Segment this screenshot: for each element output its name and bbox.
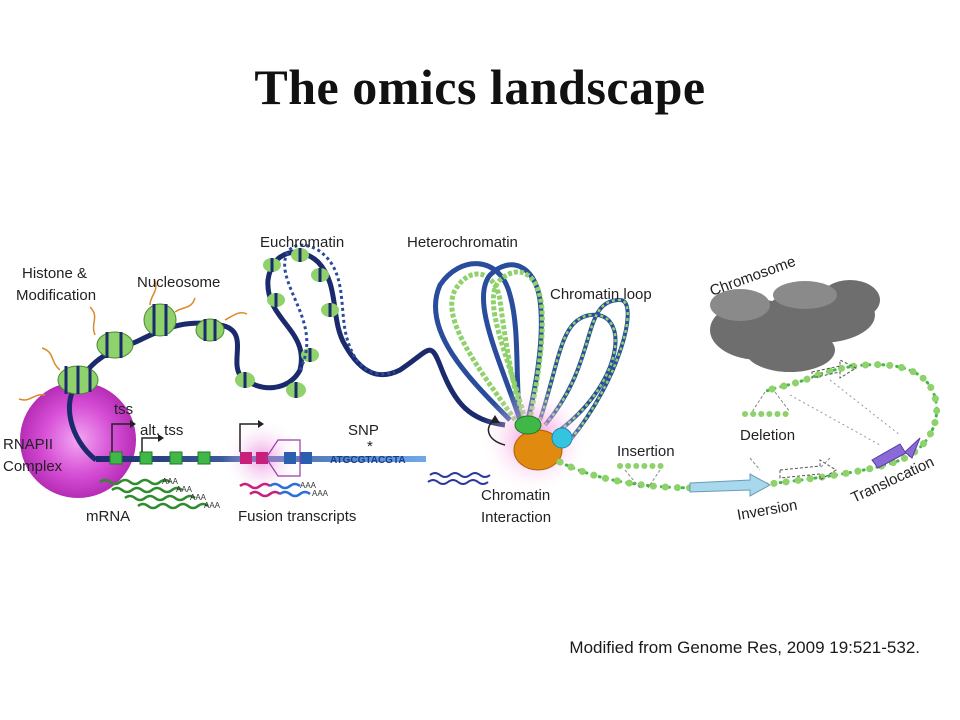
label-insertion: Insertion [617, 443, 675, 460]
inversion-dashes [749, 457, 831, 471]
translocation-dashes [789, 379, 901, 446]
label-modification: Modification [16, 287, 96, 304]
label-alt-tss: alt. tss [140, 422, 183, 439]
label-interaction: Interaction [481, 509, 551, 526]
tss-arrowhead [130, 420, 136, 428]
polya-5: AAA [300, 481, 317, 490]
polya-6: AAA [312, 489, 329, 498]
interaction-wave [429, 472, 491, 478]
inversion-outline-arrow [779, 459, 837, 481]
fusion-boxes [240, 452, 312, 464]
euchromatin-fiber [283, 243, 396, 376]
alt-tss-arrow [141, 437, 158, 452]
fusion-transcript-waves [239, 482, 311, 498]
label-chromatin-loop: Chromatin loop [550, 286, 652, 303]
fusion-tss-arrow [239, 423, 258, 452]
translocation-arrow [871, 437, 921, 469]
interaction-wave-2 [427, 479, 489, 485]
exon-boxes [109, 451, 211, 465]
cyan-protein [551, 427, 573, 449]
histone-tails [18, 278, 248, 401]
deletion-marker [742, 391, 793, 417]
fusion-arrow [265, 439, 301, 477]
green-protein [514, 415, 542, 435]
label-nucleosome: Nucleosome [137, 274, 220, 291]
label-inversion: Inversion [736, 497, 799, 524]
label-snp: SNP [348, 422, 379, 439]
label-histone: Histone & [22, 265, 87, 282]
alt-tss-arrowhead [158, 434, 164, 442]
snp-marker: * [367, 438, 373, 455]
label-fusion-transcripts: Fusion transcripts [238, 508, 356, 525]
label-sequence: ATGCGTACGTA [330, 455, 406, 466]
insertion-marker [617, 463, 668, 489]
label-chromatin: Chromatin [481, 487, 550, 504]
genome-bead-line [558, 363, 939, 490]
label-rnapii: RNAPII [3, 436, 53, 453]
polya-1: AAA [162, 477, 179, 486]
fusion-tss-arrowhead [258, 420, 264, 428]
inversion-arrow [689, 473, 772, 497]
tss-arrow [111, 423, 130, 452]
citation-caption: Modified from Genome Res, 2009 19:521-53… [569, 638, 920, 657]
label-heterochromatin: Heterochromatin [407, 234, 518, 251]
interaction-arrowhead [490, 415, 500, 423]
nucleosome-group [57, 248, 339, 398]
mrna-transcripts [99, 478, 209, 510]
polya-4: AAA [204, 501, 221, 510]
polya-2: AAA [176, 485, 193, 494]
polya-3: AAA [190, 493, 207, 502]
label-tss: tss [114, 401, 133, 418]
label-deletion: Deletion [740, 427, 795, 444]
dna-fiber [66, 249, 506, 462]
chromosome-cloud [710, 280, 880, 372]
chromosome-outline-arrow [811, 359, 858, 379]
label-complex: Complex [3, 458, 63, 475]
heterochromatin-bundle [432, 261, 545, 422]
slide-title: The omics landscape [254, 59, 706, 115]
label-euchromatin: Euchromatin [260, 234, 344, 251]
label-mrna: mRNA [86, 508, 130, 525]
chromatin-loop [538, 297, 630, 442]
